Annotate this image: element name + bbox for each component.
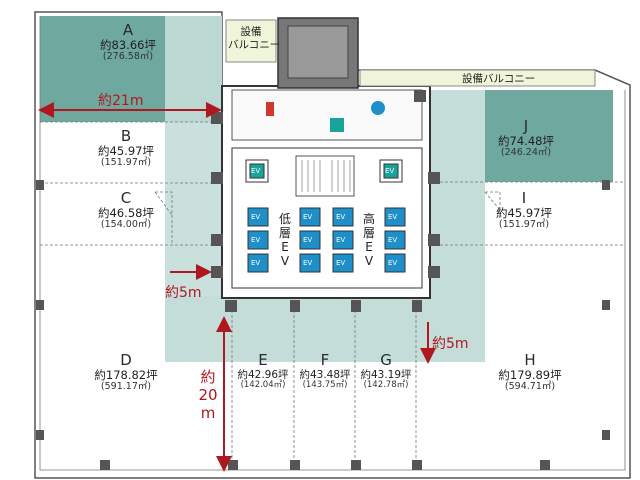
unit-c-letter: C — [120, 189, 132, 207]
unit-h-letter: H — [524, 351, 536, 369]
ev-tag-1: EV — [251, 167, 261, 175]
unit-h-sqm: (594.71㎡) — [504, 381, 556, 393]
ev-tag-3: EV — [251, 213, 261, 221]
low-ev-label: 低 層 E V — [278, 212, 291, 268]
ev-tag-4: EV — [251, 236, 261, 244]
unit-f-area: 約43.48坪 — [299, 369, 351, 382]
unit-d-area: 約178.82坪 — [94, 368, 158, 383]
unit-f-label: F 約43.48坪 (143.75㎡) — [294, 351, 356, 391]
unit-j-sqm: (246.24㎡) — [500, 147, 552, 159]
unit-c-area: 約46.58坪 — [98, 206, 154, 221]
ev-tag-9: EV — [336, 213, 346, 221]
ev-cars — [245, 159, 406, 273]
columns — [36, 90, 610, 470]
dimension-21m: 約21m — [98, 93, 144, 109]
ev-tag-2: EV — [385, 167, 395, 175]
balcony-top-box — [225, 19, 277, 63]
unit-f-sqm: (143.75㎡) — [302, 380, 348, 391]
ev-tag-8: EV — [303, 259, 313, 267]
unit-a-area: 約83.66坪 — [100, 38, 156, 53]
dimension-5m-right: 約5m — [432, 336, 469, 352]
unit-i-area: 約45.97坪 — [496, 206, 552, 221]
unit-d-letter: D — [120, 351, 132, 369]
ev-tag-11: EV — [336, 259, 346, 267]
unit-i-label: I 約45.97坪 (151.97㎡) — [478, 189, 570, 231]
partitions — [40, 121, 625, 470]
unit-j-area: 約74.48坪 — [498, 134, 554, 149]
unit-b-area: 約45.97坪 — [98, 144, 154, 159]
zone-light-right — [430, 90, 485, 362]
unit-e-area: 約42.96坪 — [237, 369, 289, 382]
wheelchair-icon — [330, 118, 344, 132]
unit-e-sqm: (142.04㎡) — [240, 380, 286, 391]
ev-tag-14: EV — [388, 259, 398, 267]
ev-tag-13: EV — [388, 236, 398, 244]
dimension-arrows — [38, 102, 436, 472]
balcony-top-label: 設備 バルコニー — [228, 26, 281, 51]
unit-j-letter: J — [523, 117, 529, 135]
zone-j-shade — [485, 90, 613, 182]
unit-e-letter: E — [258, 351, 268, 369]
ev-tag-7: EV — [303, 236, 313, 244]
unit-a-sqm: (276.58㎡) — [102, 51, 154, 63]
unit-g-sqm: (142.78㎡) — [363, 380, 409, 391]
unit-b-label: B 約45.97坪 (151.97㎡) — [80, 127, 172, 169]
toilet-icon — [266, 102, 274, 116]
dimension-5m-left: 約5m — [165, 285, 202, 301]
dimension-20m: 約 20 m — [198, 368, 218, 422]
unit-b-letter: B — [120, 127, 132, 145]
unit-i-letter: I — [521, 189, 527, 207]
restroom-icon — [371, 101, 385, 115]
ev-tag-5: EV — [251, 259, 261, 267]
high-ev-label: 高 層 E V — [362, 212, 375, 268]
ev-tag-6: EV — [303, 213, 313, 221]
unit-j-label: J 約74.48坪 (246.24㎡) — [480, 117, 572, 159]
unit-b-sqm: (151.97㎡) — [100, 157, 152, 169]
unit-i-sqm: (151.97㎡) — [498, 219, 550, 231]
unit-g-area: 約43.19坪 — [360, 369, 412, 382]
ev-tag-12: EV — [388, 213, 398, 221]
stairs — [295, 155, 355, 197]
unit-f-letter: F — [320, 351, 330, 369]
balcony-right-box — [359, 69, 596, 87]
unit-h-label: H 約179.89坪 (594.71㎡) — [480, 351, 580, 393]
balcony-right-label: 設備バルコニー — [462, 73, 536, 85]
unit-a-letter: A — [122, 21, 134, 39]
unit-g-letter: G — [380, 351, 392, 369]
unit-g-label: G 約43.19坪 (142.78㎡) — [355, 351, 417, 391]
unit-c-label: C 約46.58坪 (154.00㎡) — [80, 189, 172, 231]
unit-c-sqm: (154.00㎡) — [100, 219, 152, 231]
unit-d-label: D 約178.82坪 (591.17㎡) — [76, 351, 176, 393]
unit-h-area: 約179.89坪 — [498, 368, 562, 383]
inner-perimeter — [39, 16, 626, 471]
unit-a-label: A 約83.66坪 (276.58㎡) — [82, 21, 174, 63]
ev-tag-10: EV — [336, 236, 346, 244]
unit-d-sqm: (591.17㎡) — [100, 381, 152, 393]
unit-e-label: E 約42.96坪 (142.04㎡) — [232, 351, 294, 391]
